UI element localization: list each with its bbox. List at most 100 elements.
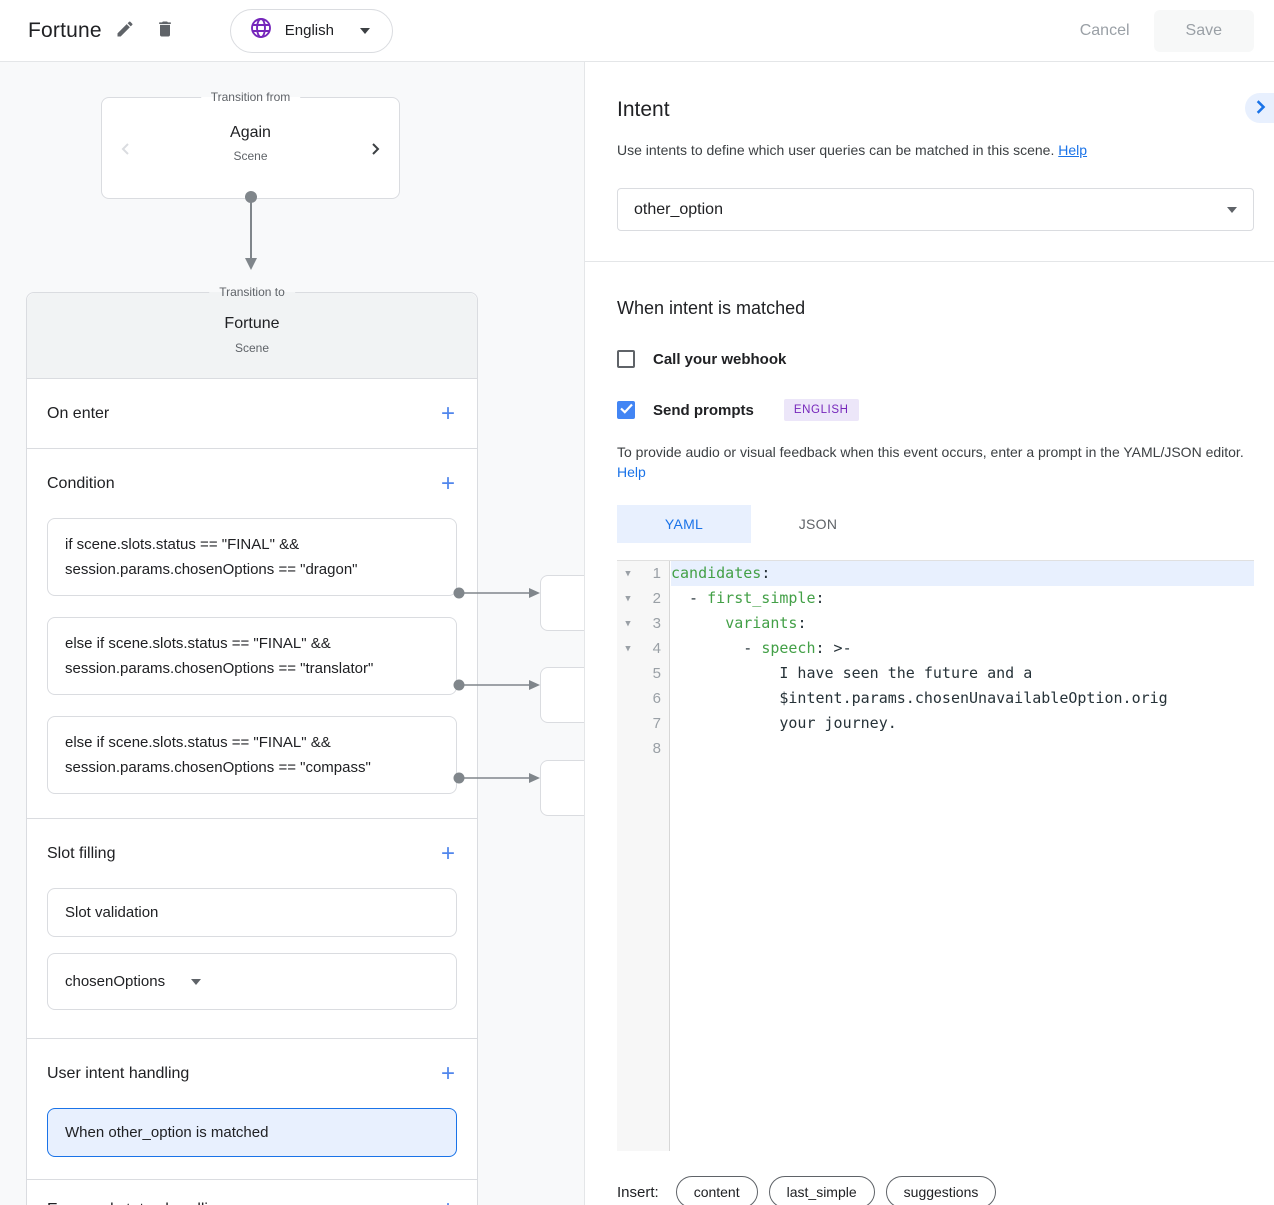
intent-matched-item-selected[interactable]: When other_option is matched [47, 1108, 457, 1157]
line-number: 7 [652, 715, 661, 732]
code-line: I have seen the future and a [671, 664, 1033, 682]
yaml-code-editor[interactable]: ▼1 ▼2 ▼3 ▼4 5 6 7 8 candidates: - first_… [617, 560, 1254, 1151]
condition-line: session.params.chosenOptions == "compass… [65, 759, 371, 776]
slot-name-dropdown[interactable]: chosenOptions [47, 953, 457, 1010]
insert-label: Insert: [617, 1183, 659, 1201]
scene-type: Scene [234, 341, 270, 355]
add-slot-button[interactable]: + [440, 839, 455, 867]
condition-line: session.params.chosenOptions == "dragon" [65, 561, 358, 578]
insert-row: Insert: content last_simple suggestions [617, 1176, 1274, 1205]
fold-icon[interactable]: ▼ [625, 568, 631, 579]
intent-dropdown-value: other_option [634, 200, 723, 218]
fold-icon[interactable]: ▼ [625, 618, 631, 629]
code-line: your journey. [671, 714, 897, 732]
language-label: English [284, 22, 334, 39]
insert-content-chip[interactable]: content [675, 1176, 758, 1205]
fold-icon[interactable]: ▼ [625, 643, 631, 654]
section-condition: Condition + if scene.slots.status == "FI… [27, 449, 477, 819]
code-line: candidates: [671, 561, 1254, 586]
add-on-enter-button[interactable]: + [440, 399, 455, 427]
chevron-down-icon [359, 27, 370, 34]
slot-validation-item[interactable]: Slot validation [47, 888, 457, 937]
line-number: 4 [652, 640, 661, 657]
edit-scene-button[interactable] [108, 14, 142, 48]
line-number: 8 [652, 740, 661, 757]
intent-dropdown[interactable]: other_option [617, 188, 1254, 231]
condition-line: else if scene.slots.status == "FINAL" && [65, 635, 331, 652]
tab-json[interactable]: JSON [751, 505, 885, 543]
webhook-checkbox-row[interactable]: Call your webhook [617, 350, 1274, 368]
condition-line: if scene.slots.status == "FINAL" && [65, 536, 300, 553]
prev-scene-button[interactable] [116, 140, 136, 160]
slot-name-value: chosenOptions [65, 973, 166, 990]
condition-connector [450, 586, 542, 605]
globe-icon [249, 16, 273, 45]
chevron-down-icon [1227, 206, 1237, 213]
matched-title: When intent is matched [617, 298, 806, 318]
add-condition-button[interactable]: + [440, 469, 455, 497]
language-badge: ENGLISH [783, 399, 859, 421]
divider [585, 261, 1274, 262]
condition-target-card[interactable] [540, 760, 584, 816]
code-line: - speech: >- [671, 639, 852, 657]
editor-code-area[interactable]: candidates: - first_simple: variants: - … [671, 561, 1254, 1151]
intent-description-text: Use intents to define which user queries… [617, 142, 1055, 158]
fold-icon[interactable]: ▼ [625, 593, 631, 604]
condition-item[interactable]: else if scene.slots.status == "FINAL" &&… [47, 716, 457, 794]
code-line: variants: [725, 614, 807, 632]
send-prompts-checkbox[interactable] [617, 401, 635, 419]
line-number: 6 [652, 690, 661, 707]
tab-yaml[interactable]: YAML [617, 505, 751, 543]
cancel-button[interactable]: Cancel [1079, 21, 1130, 39]
scene-title: Fortune [28, 18, 102, 42]
help-link[interactable]: Help [617, 464, 646, 480]
send-prompts-label: Send prompts [653, 401, 754, 419]
top-bar: Fortune English Cancel Save [0, 0, 1274, 62]
user-intent-label: User intent handling [47, 1064, 190, 1082]
transition-from-card[interactable]: Transition from Again Scene [101, 90, 400, 199]
delete-scene-button[interactable] [148, 14, 182, 48]
transition-from-type: Scene [233, 149, 268, 163]
line-number: 1 [652, 565, 661, 582]
condition-target-card[interactable] [540, 575, 584, 631]
trash-icon [155, 19, 175, 42]
condition-item[interactable]: else if scene.slots.status == "FINAL" &&… [47, 617, 457, 695]
chevron-right-icon [369, 142, 381, 158]
transition-to-header: Transition to Fortune Scene [27, 285, 477, 379]
send-prompts-checkbox-row[interactable]: Send prompts ENGLISH [617, 399, 1274, 421]
transition-to-legend: Transition to [209, 285, 295, 299]
add-error-handler-button[interactable]: + [439, 1198, 457, 1205]
scene-name: Fortune [224, 315, 280, 332]
chevron-right-icon [1253, 99, 1267, 117]
help-link[interactable]: Help [1058, 142, 1088, 158]
save-button[interactable]: Save [1153, 9, 1254, 52]
add-user-intent-button[interactable]: + [440, 1059, 455, 1087]
line-number: 2 [652, 590, 661, 607]
editor-description: To provide audio or visual feedback when… [617, 442, 1254, 482]
webhook-checkbox[interactable] [617, 350, 635, 368]
condition-item[interactable]: if scene.slots.status == "FINAL" && sess… [47, 518, 457, 596]
condition-target-card[interactable] [540, 667, 584, 723]
editor-gutter: ▼1 ▼2 ▼3 ▼4 5 6 7 8 [617, 561, 670, 1151]
next-scene-button[interactable] [365, 140, 385, 160]
intent-description: Use intents to define which user queries… [617, 140, 1254, 160]
intent-panel: Intent Use intents to define which user … [584, 62, 1274, 1205]
insert-suggestions-chip[interactable]: suggestions [885, 1176, 997, 1205]
collapse-panel-button[interactable] [1245, 93, 1274, 123]
insert-last-simple-chip[interactable]: last_simple [768, 1176, 875, 1205]
section-error-handling: Error and status handling + [27, 1180, 477, 1205]
chevron-left-icon [120, 142, 132, 158]
transition-arrow [243, 190, 259, 277]
chevron-down-icon [191, 978, 202, 985]
webhook-label: Call your webhook [653, 350, 787, 368]
line-number: 5 [652, 665, 661, 682]
code-line: - first_simple: [671, 589, 825, 607]
on-enter-label: On enter [47, 404, 110, 422]
condition-line: session.params.chosenOptions == "transla… [65, 660, 374, 677]
editor-description-text: To provide audio or visual feedback when… [617, 444, 1244, 460]
transition-from-name: Again [230, 124, 271, 141]
language-selector[interactable]: English [229, 8, 393, 53]
scene-card: Transition to Fortune Scene On enter + C… [26, 285, 478, 1205]
pencil-icon [115, 19, 135, 42]
